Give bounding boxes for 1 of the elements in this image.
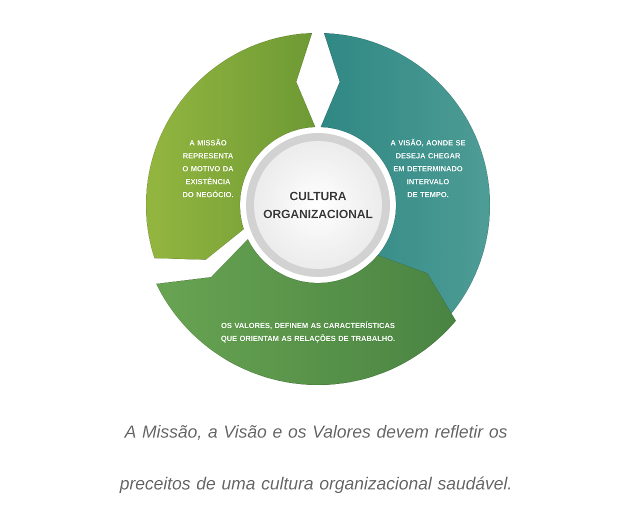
caption: A Missão, a Visão e os Valores devem refletir os preceitos de uma cultura organizacional saudável. xyxy=(119,424,510,494)
